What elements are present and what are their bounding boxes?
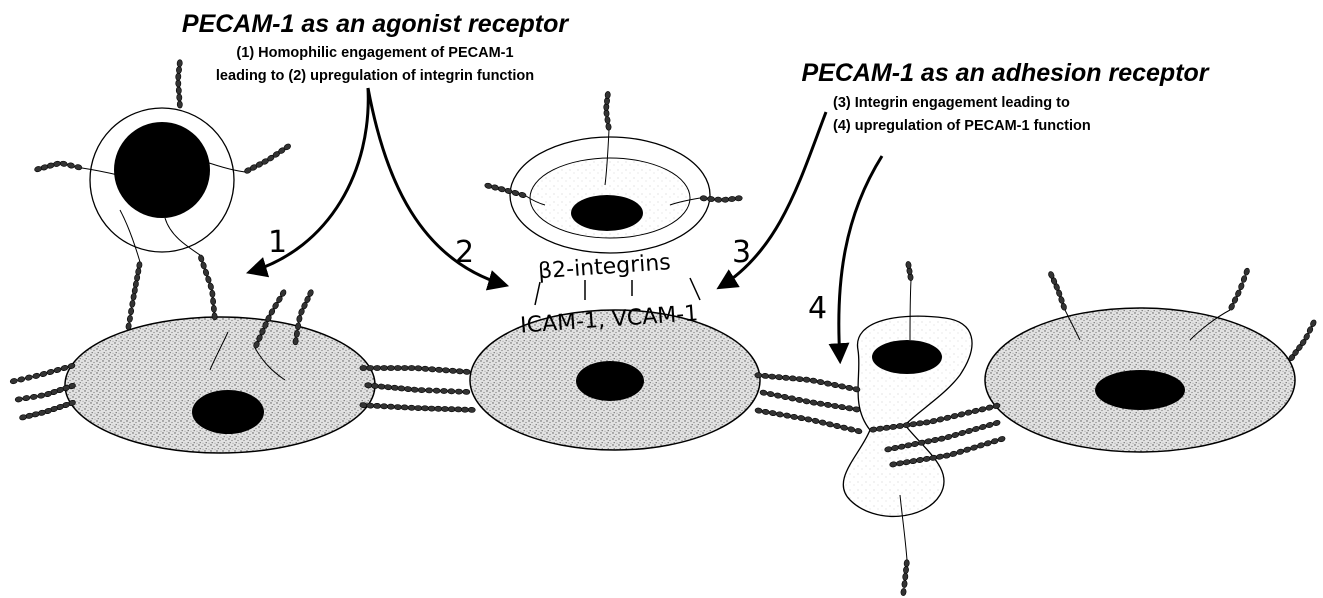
pecam-chain <box>755 372 861 392</box>
pecam-chain <box>175 59 182 108</box>
nucleus-cell-1 <box>192 390 264 434</box>
agonist-subtext-line2: leading to (2) upregulation of integrin … <box>216 68 534 84</box>
pecam-chain <box>198 254 218 320</box>
nucleus-cell-3 <box>1095 370 1185 410</box>
pecam-chain <box>360 365 471 374</box>
leukocyte-1-nucleus <box>114 122 210 218</box>
pecam-chain <box>1288 319 1318 362</box>
pecam-chain <box>19 399 76 420</box>
step-2-label: 2 <box>455 235 474 270</box>
pecam-chain <box>244 143 292 175</box>
pecam-chain <box>755 407 863 434</box>
pecam-chain <box>760 389 861 412</box>
pecam-chain <box>125 261 142 330</box>
adhesion-heading: PECAM-1 as an adhesion receptor <box>801 59 1209 87</box>
nucleus-cell-2 <box>576 361 644 401</box>
pecam-chain <box>360 402 476 412</box>
step-4-label: 4 <box>808 291 827 326</box>
integrins-label: β2-integrins <box>537 250 671 284</box>
adhesion-subtext-line1: (3) Integrin engagement leading to <box>833 95 1070 111</box>
transmigrating-nucleus <box>872 340 942 374</box>
pecam-chain <box>1228 267 1251 311</box>
adhesion-subtext-line2: (4) upregulation of PECAM-1 function <box>833 118 1091 134</box>
leukocyte-2-nucleus <box>571 195 643 231</box>
pecam-chain <box>905 261 913 281</box>
step-1-label: 1 <box>268 225 287 260</box>
pecam-chain <box>364 382 470 394</box>
agonist-subtext-line1: (1) Homophilic engagement of PECAM-1 <box>236 45 513 61</box>
pecam-chain <box>34 160 82 172</box>
agonist-heading: PECAM-1 as an agonist receptor <box>182 10 569 38</box>
arrow-to-step-2 <box>368 88 505 285</box>
pecam-chain <box>603 91 611 131</box>
pecam-chain <box>1047 271 1067 311</box>
pecam-chain <box>900 559 909 595</box>
step-3-label: 3 <box>732 235 751 270</box>
